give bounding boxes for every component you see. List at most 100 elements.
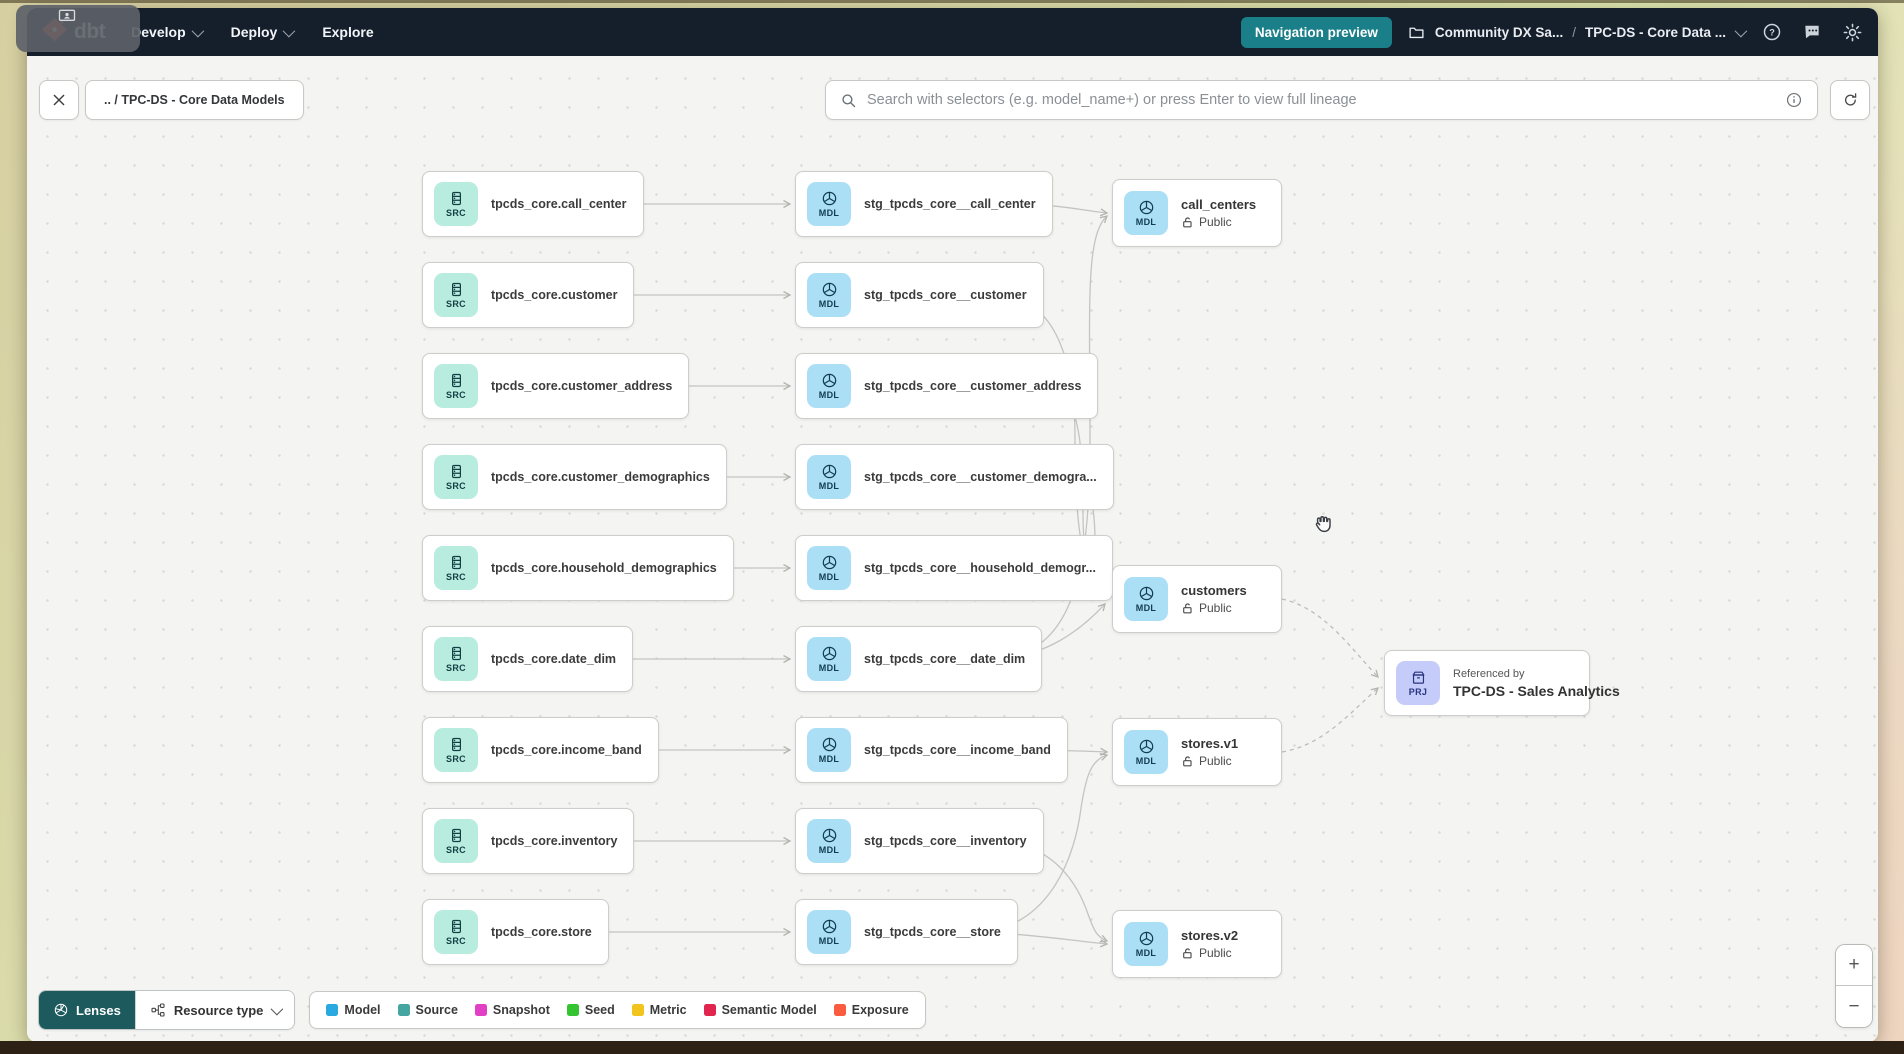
src-badge: SRC xyxy=(434,637,478,681)
feedback-chat-icon[interactable] xyxy=(1800,20,1824,44)
mdl-badge: MDL xyxy=(1124,922,1168,966)
mdl-badge: MDL xyxy=(1124,730,1168,774)
legend-swatch xyxy=(474,1004,487,1016)
model-cube-icon xyxy=(822,191,836,206)
main-menu: Develop Deploy Explore xyxy=(131,24,374,40)
prj-badge: PRJ xyxy=(1396,661,1440,705)
refresh-lineage-button[interactable] xyxy=(1830,80,1870,120)
legend-item-model: Model xyxy=(326,1003,381,1017)
access-badge: Public xyxy=(1181,754,1238,768)
lineage-path-chip[interactable]: .. / TPC-DS - Core Data Models xyxy=(85,80,304,120)
node-label: TPC-DS - Sales Analytics xyxy=(1453,682,1620,699)
graph-node-stg_tpcds_core__income_band[interactable]: MDL stg_tpcds_core__income_band xyxy=(795,717,1068,783)
graph-node-tpcds_core.customer_address[interactable]: SRC tpcds_core.customer_address xyxy=(422,353,690,419)
mdl-badge: MDL xyxy=(807,728,851,772)
node-label: stg_tpcds_core__inventory xyxy=(864,834,1027,848)
folder-icon xyxy=(1408,20,1426,44)
breadcrumb-project[interactable]: Community DX Sa... xyxy=(1434,24,1564,40)
zoom-control: + − xyxy=(1835,944,1873,1028)
screen-share-indicator xyxy=(16,5,140,52)
node-label: tpcds_core.customer_address xyxy=(491,379,673,393)
src-badge: SRC xyxy=(434,819,478,863)
node-label: tpcds_core.income_band xyxy=(491,743,642,757)
legend-swatch xyxy=(397,1004,410,1016)
legend-swatch xyxy=(566,1004,579,1016)
mdl-badge: MDL xyxy=(807,364,851,408)
graph-node-stg_tpcds_core__customer[interactable]: MDL stg_tpcds_core__customer xyxy=(795,262,1044,328)
database-icon xyxy=(451,464,461,479)
model-cube-icon xyxy=(1139,931,1153,946)
node-label: stg_tpcds_core__customer_demogra... xyxy=(864,470,1097,484)
lenses-label: Lenses xyxy=(76,1002,121,1018)
node-label: tpcds_core.store xyxy=(491,925,592,939)
help-icon[interactable]: ? xyxy=(1760,20,1784,44)
node-label: stg_tpcds_core__customer xyxy=(864,288,1027,302)
graph-node-tpcds_core.income_band[interactable]: SRC tpcds_core.income_band xyxy=(422,717,659,783)
search-input[interactable] xyxy=(867,92,1775,108)
unlock-icon xyxy=(1183,216,1192,227)
node-label: stg_tpcds_core__date_dim xyxy=(864,652,1026,666)
graph-node-tpcds_core.date_dim[interactable]: SRC tpcds_core.date_dim xyxy=(422,626,634,692)
mdl-badge: MDL xyxy=(807,546,851,590)
node-label: stg_tpcds_core__income_band xyxy=(864,743,1051,757)
project-icon xyxy=(1412,671,1424,684)
zoom-in-button[interactable]: + xyxy=(1836,945,1872,986)
settings-gear-icon[interactable] xyxy=(1840,20,1864,44)
legend-swatch xyxy=(703,1004,716,1016)
graph-node-stg_tpcds_core__inventory[interactable]: MDL stg_tpcds_core__inventory xyxy=(795,808,1044,874)
legend-swatch xyxy=(833,1004,846,1016)
mdl-badge: MDL xyxy=(807,910,851,954)
src-badge: SRC xyxy=(434,728,478,772)
breadcrumb-page[interactable]: TPC-DS - Core Data ... xyxy=(1584,24,1726,40)
navigation-preview-button[interactable]: Navigation preview xyxy=(1240,16,1392,48)
lenses-button[interactable]: Lenses xyxy=(39,991,135,1029)
menu-item-deploy[interactable]: Deploy xyxy=(231,24,296,40)
database-icon xyxy=(451,737,461,752)
model-cube-icon xyxy=(822,737,836,752)
src-badge: SRC xyxy=(434,182,478,226)
model-cube-icon xyxy=(822,282,836,297)
database-icon xyxy=(451,919,461,934)
resource-type-dropdown[interactable]: Resource type xyxy=(134,991,295,1029)
screen-top-edge xyxy=(0,0,1904,3)
resource-type-icon xyxy=(150,1002,166,1018)
graph-node-tpcds_core.inventory[interactable]: SRC tpcds_core.inventory xyxy=(422,808,635,874)
menu-item-explore[interactable]: Explore xyxy=(322,24,374,40)
menu-item-develop[interactable]: Develop xyxy=(131,24,204,40)
breadcrumb[interactable]: Community DX Sa... / TPC-DS - Core Data … xyxy=(1408,20,1748,44)
mdl-badge: MDL xyxy=(1124,577,1168,621)
database-icon xyxy=(451,828,461,843)
refresh-icon xyxy=(1844,92,1856,106)
src-badge: SRC xyxy=(434,364,478,408)
info-icon[interactable] xyxy=(1785,91,1803,109)
node-label: tpcds_core.customer xyxy=(491,288,618,302)
node-label: tpcds_core.inventory xyxy=(491,834,618,848)
close-lineage-button[interactable] xyxy=(39,80,79,120)
mdl-badge: MDL xyxy=(807,273,851,317)
access-badge: Public xyxy=(1181,946,1238,960)
mdl-badge: MDL xyxy=(807,819,851,863)
zoom-out-button[interactable]: − xyxy=(1836,986,1872,1027)
model-cube-icon xyxy=(822,646,836,661)
close-icon xyxy=(53,94,65,106)
database-icon xyxy=(451,646,461,661)
node-label: tpcds_core.date_dim xyxy=(491,652,617,666)
